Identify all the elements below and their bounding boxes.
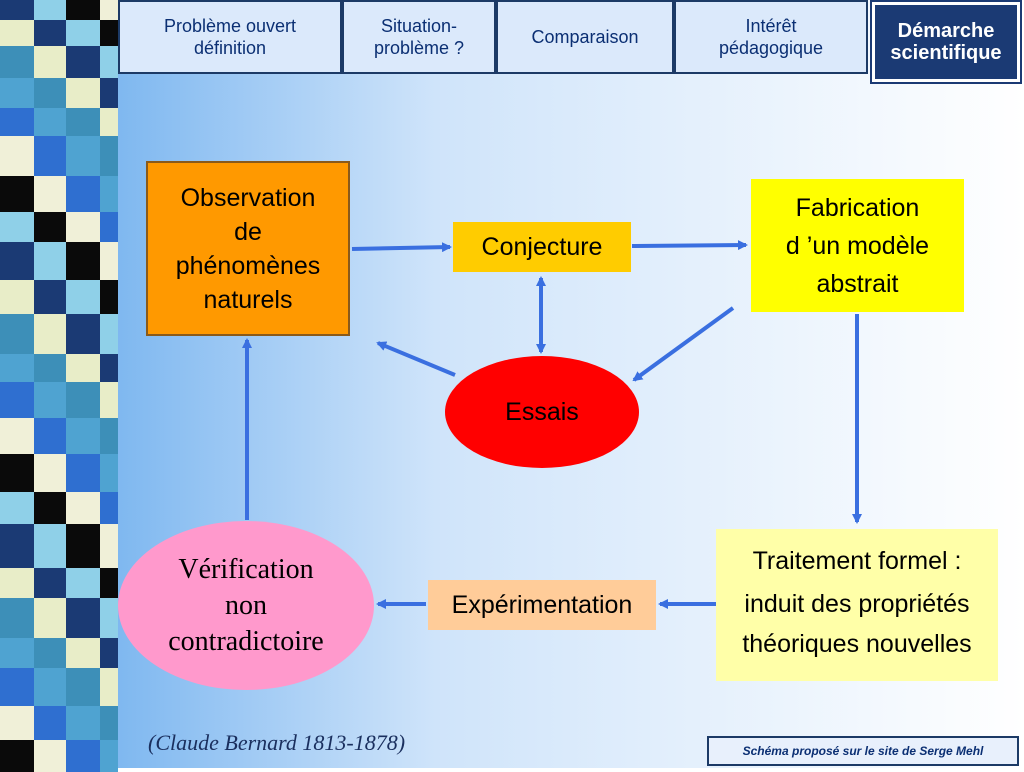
stripe-row <box>0 280 118 314</box>
stripe-row <box>0 454 118 492</box>
stripe-row <box>0 382 118 418</box>
stripe-row <box>0 524 118 568</box>
tab-situation-probleme[interactable]: Situation- problème ? <box>342 0 496 74</box>
stripe-row <box>0 598 118 638</box>
stripe-row <box>0 212 118 242</box>
stripe-row <box>0 314 118 354</box>
node-observation: Observation de phénomènes naturels <box>146 161 350 336</box>
stripe-row <box>0 354 118 382</box>
stripe-row <box>0 0 118 20</box>
decorative-stripe-bar <box>0 0 118 772</box>
tab-interet-pedagogique[interactable]: Intérêt pédagogique <box>674 0 868 74</box>
stripe-row <box>0 568 118 598</box>
stripe-row <box>0 108 118 136</box>
citation: (Claude Bernard 1813-1878) <box>148 730 406 755</box>
arrow-fabrication-to-essais <box>632 306 735 382</box>
stripe-row <box>0 46 118 78</box>
stripe-row <box>0 242 118 280</box>
node-verification: Vérification non contradictoire <box>118 521 374 690</box>
stripe-row <box>0 20 118 46</box>
tab-probleme-ouvert[interactable]: Problème ouvert définition <box>118 0 342 74</box>
node-conjecture: Conjecture <box>453 222 631 272</box>
stripe-row <box>0 78 118 108</box>
stripe-row <box>0 668 118 706</box>
credit-box: Schéma proposé sur le site de Serge Mehl <box>707 736 1019 766</box>
arrow-conjecture-to-fabrication <box>631 240 748 251</box>
stripe-row <box>0 176 118 212</box>
stripe-row <box>0 740 118 772</box>
node-essais: Essais <box>445 356 639 468</box>
tab-comparaison[interactable]: Comparaison <box>496 0 674 74</box>
stripe-row <box>0 492 118 524</box>
stripe-row <box>0 706 118 740</box>
traitement-body: induit des propriétés théoriques nouvell… <box>742 590 972 658</box>
stripe-row <box>0 136 118 176</box>
node-traitement: Traitement formel : induit des propriété… <box>716 529 998 681</box>
traitement-title: Traitement formel : <box>752 547 962 575</box>
node-fabrication: Fabrication d ’un modèle abstrait <box>751 179 964 312</box>
arrow-essais-to-observation <box>376 341 456 377</box>
arrow-observation-to-conjecture <box>351 242 452 253</box>
tab-demarche-scientifique[interactable]: Démarche scientifique <box>870 0 1022 84</box>
node-experimentation: Expérimentation <box>428 580 656 630</box>
stripe-row <box>0 638 118 668</box>
stripe-row <box>0 418 118 454</box>
